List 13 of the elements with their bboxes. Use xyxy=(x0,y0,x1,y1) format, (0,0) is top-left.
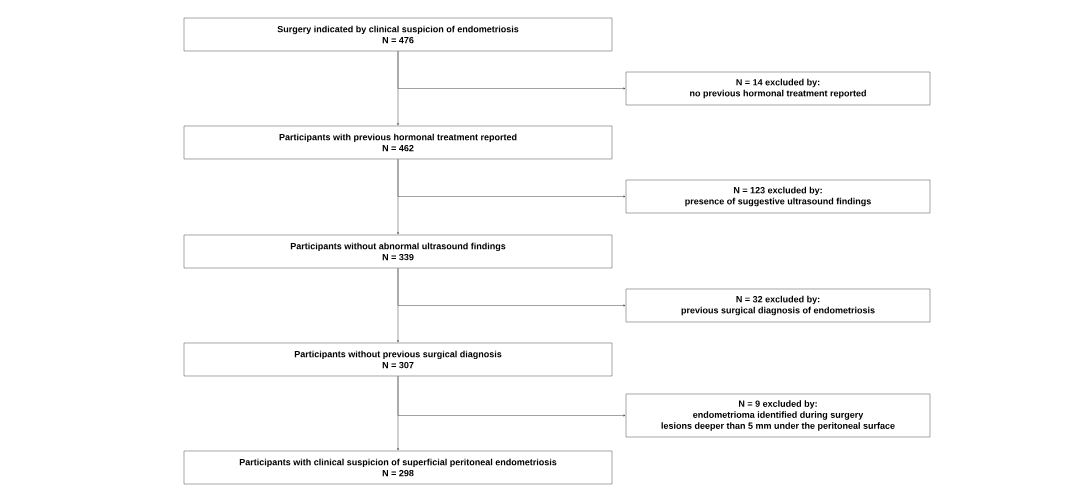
flow-box: Participants without previous surgical diagnosis N = 307 xyxy=(183,342,613,377)
arrow xyxy=(397,51,626,90)
flow-box: Surgery indicated by clinical suspicion of endometriosis N = 476 xyxy=(183,17,613,52)
flow-box: Participants without abnormal ultrasound findings N = 339 xyxy=(183,234,613,269)
exclusion-box: N = 32 excluded by: previous surgical diagnosis of endometriosis xyxy=(625,288,931,323)
arrow xyxy=(397,159,626,198)
exclusion-box: N = 14 excluded by: no previous hormonal treatment reported xyxy=(625,71,931,106)
exclusion-box: N = 9 excluded by: endometrioma identified during surgery lesions deeper than 5 mm under the peritoneal surface xyxy=(625,393,931,438)
flow-box: Participants with previous hormonal treatment reported N = 462 xyxy=(183,125,613,160)
flow-box: Participants with clinical suspicion of superficial peritoneal endometriosis N = 298 xyxy=(183,450,613,485)
arrow xyxy=(397,376,626,417)
arrow xyxy=(397,268,626,307)
exclusion-box: N = 123 excluded by: presence of suggestive ultrasound findings xyxy=(625,179,931,214)
